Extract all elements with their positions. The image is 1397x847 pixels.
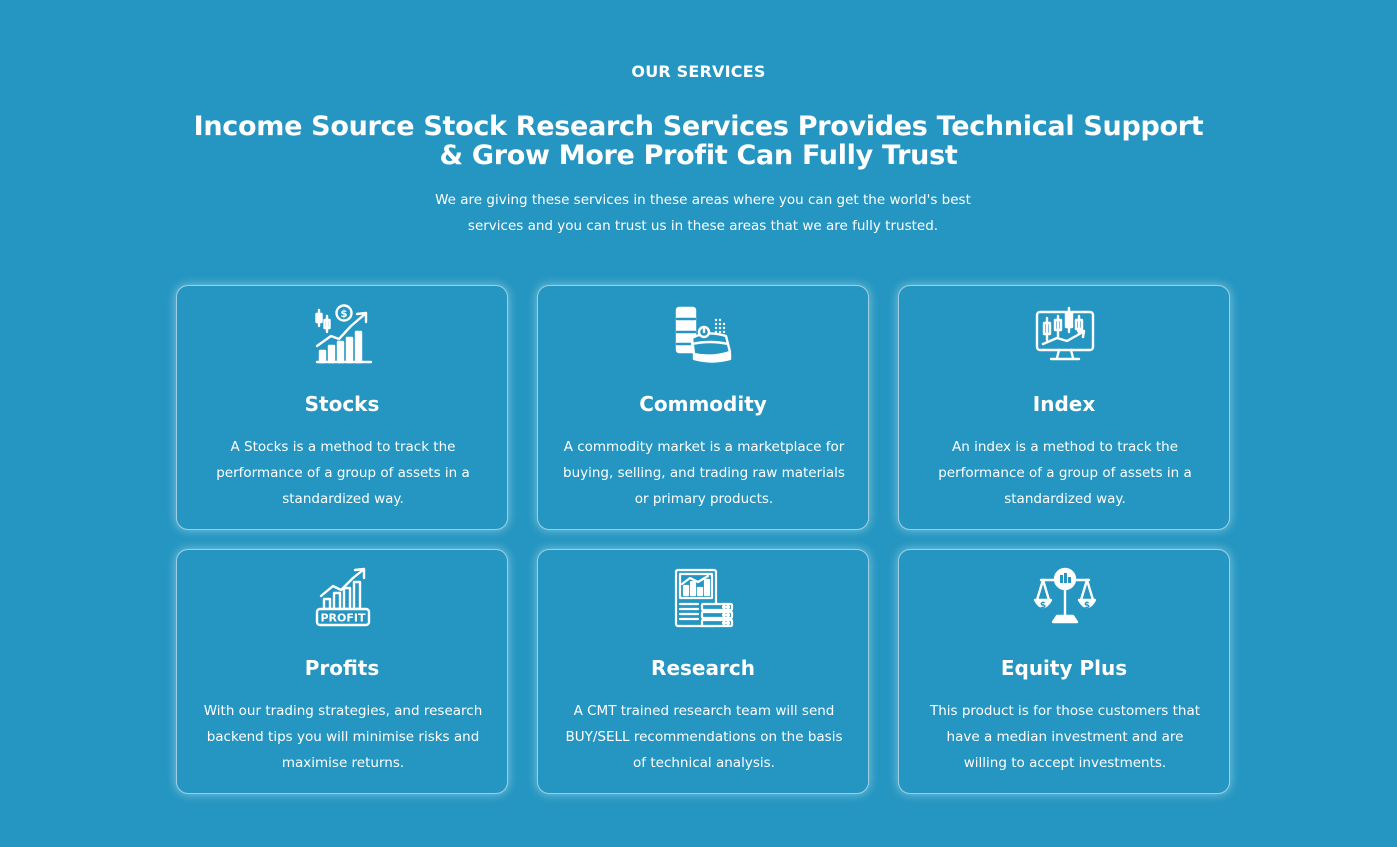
- service-title: Research: [651, 656, 755, 680]
- service-description: With our trading strategies, and researc…: [203, 703, 483, 771]
- service-description: This product is for those customers that…: [929, 703, 1201, 771]
- commodity-icon: [672, 302, 736, 366]
- service-description: A commodity market is a marketplace for …: [563, 439, 845, 507]
- service-title: Commodity: [639, 392, 767, 416]
- service-card-profits[interactable]: PROFIT Profits With our trading strategi…: [176, 549, 508, 794]
- section-label: OUR SERVICES: [631, 62, 766, 81]
- stocks-chart-icon: $: [311, 302, 375, 366]
- service-card-research[interactable]: Research A CMT trained research team wil…: [537, 549, 869, 794]
- index-monitor-icon: [1033, 302, 1097, 366]
- service-card-index[interactable]: Index An index is a method to track the …: [898, 285, 1230, 530]
- service-title: Equity Plus: [1000, 656, 1128, 680]
- profit-icon-label: PROFIT: [321, 612, 366, 625]
- profit-icon: PROFIT: [311, 566, 375, 630]
- service-description: An index is a method to track the perfor…: [938, 439, 1192, 507]
- section-headline: Income Source Stock Research Services Pr…: [193, 111, 1204, 171]
- svg-text:$: $: [1040, 601, 1046, 611]
- service-title: Stocks: [304, 392, 380, 416]
- service-title: Profits: [304, 656, 380, 680]
- service-description: A CMT trained research team will send BU…: [565, 703, 843, 771]
- service-card-equity-plus[interactable]: $ $ Equity Plus This product is for thos…: [898, 549, 1230, 794]
- balance-scale-icon: $ $: [1033, 566, 1097, 630]
- section-intro: We are giving these services in these ar…: [435, 192, 971, 234]
- svg-text:$: $: [1084, 601, 1090, 611]
- research-report-icon: [672, 566, 736, 630]
- svg-text:$: $: [341, 309, 348, 320]
- service-card-stocks[interactable]: $ Stocks A Stocks is a method to track t…: [176, 285, 508, 530]
- service-card-commodity[interactable]: Commodity A commodity market is a market…: [537, 285, 869, 530]
- service-description: A Stocks is a method to track the perfor…: [216, 439, 470, 507]
- service-title: Index: [1032, 392, 1096, 416]
